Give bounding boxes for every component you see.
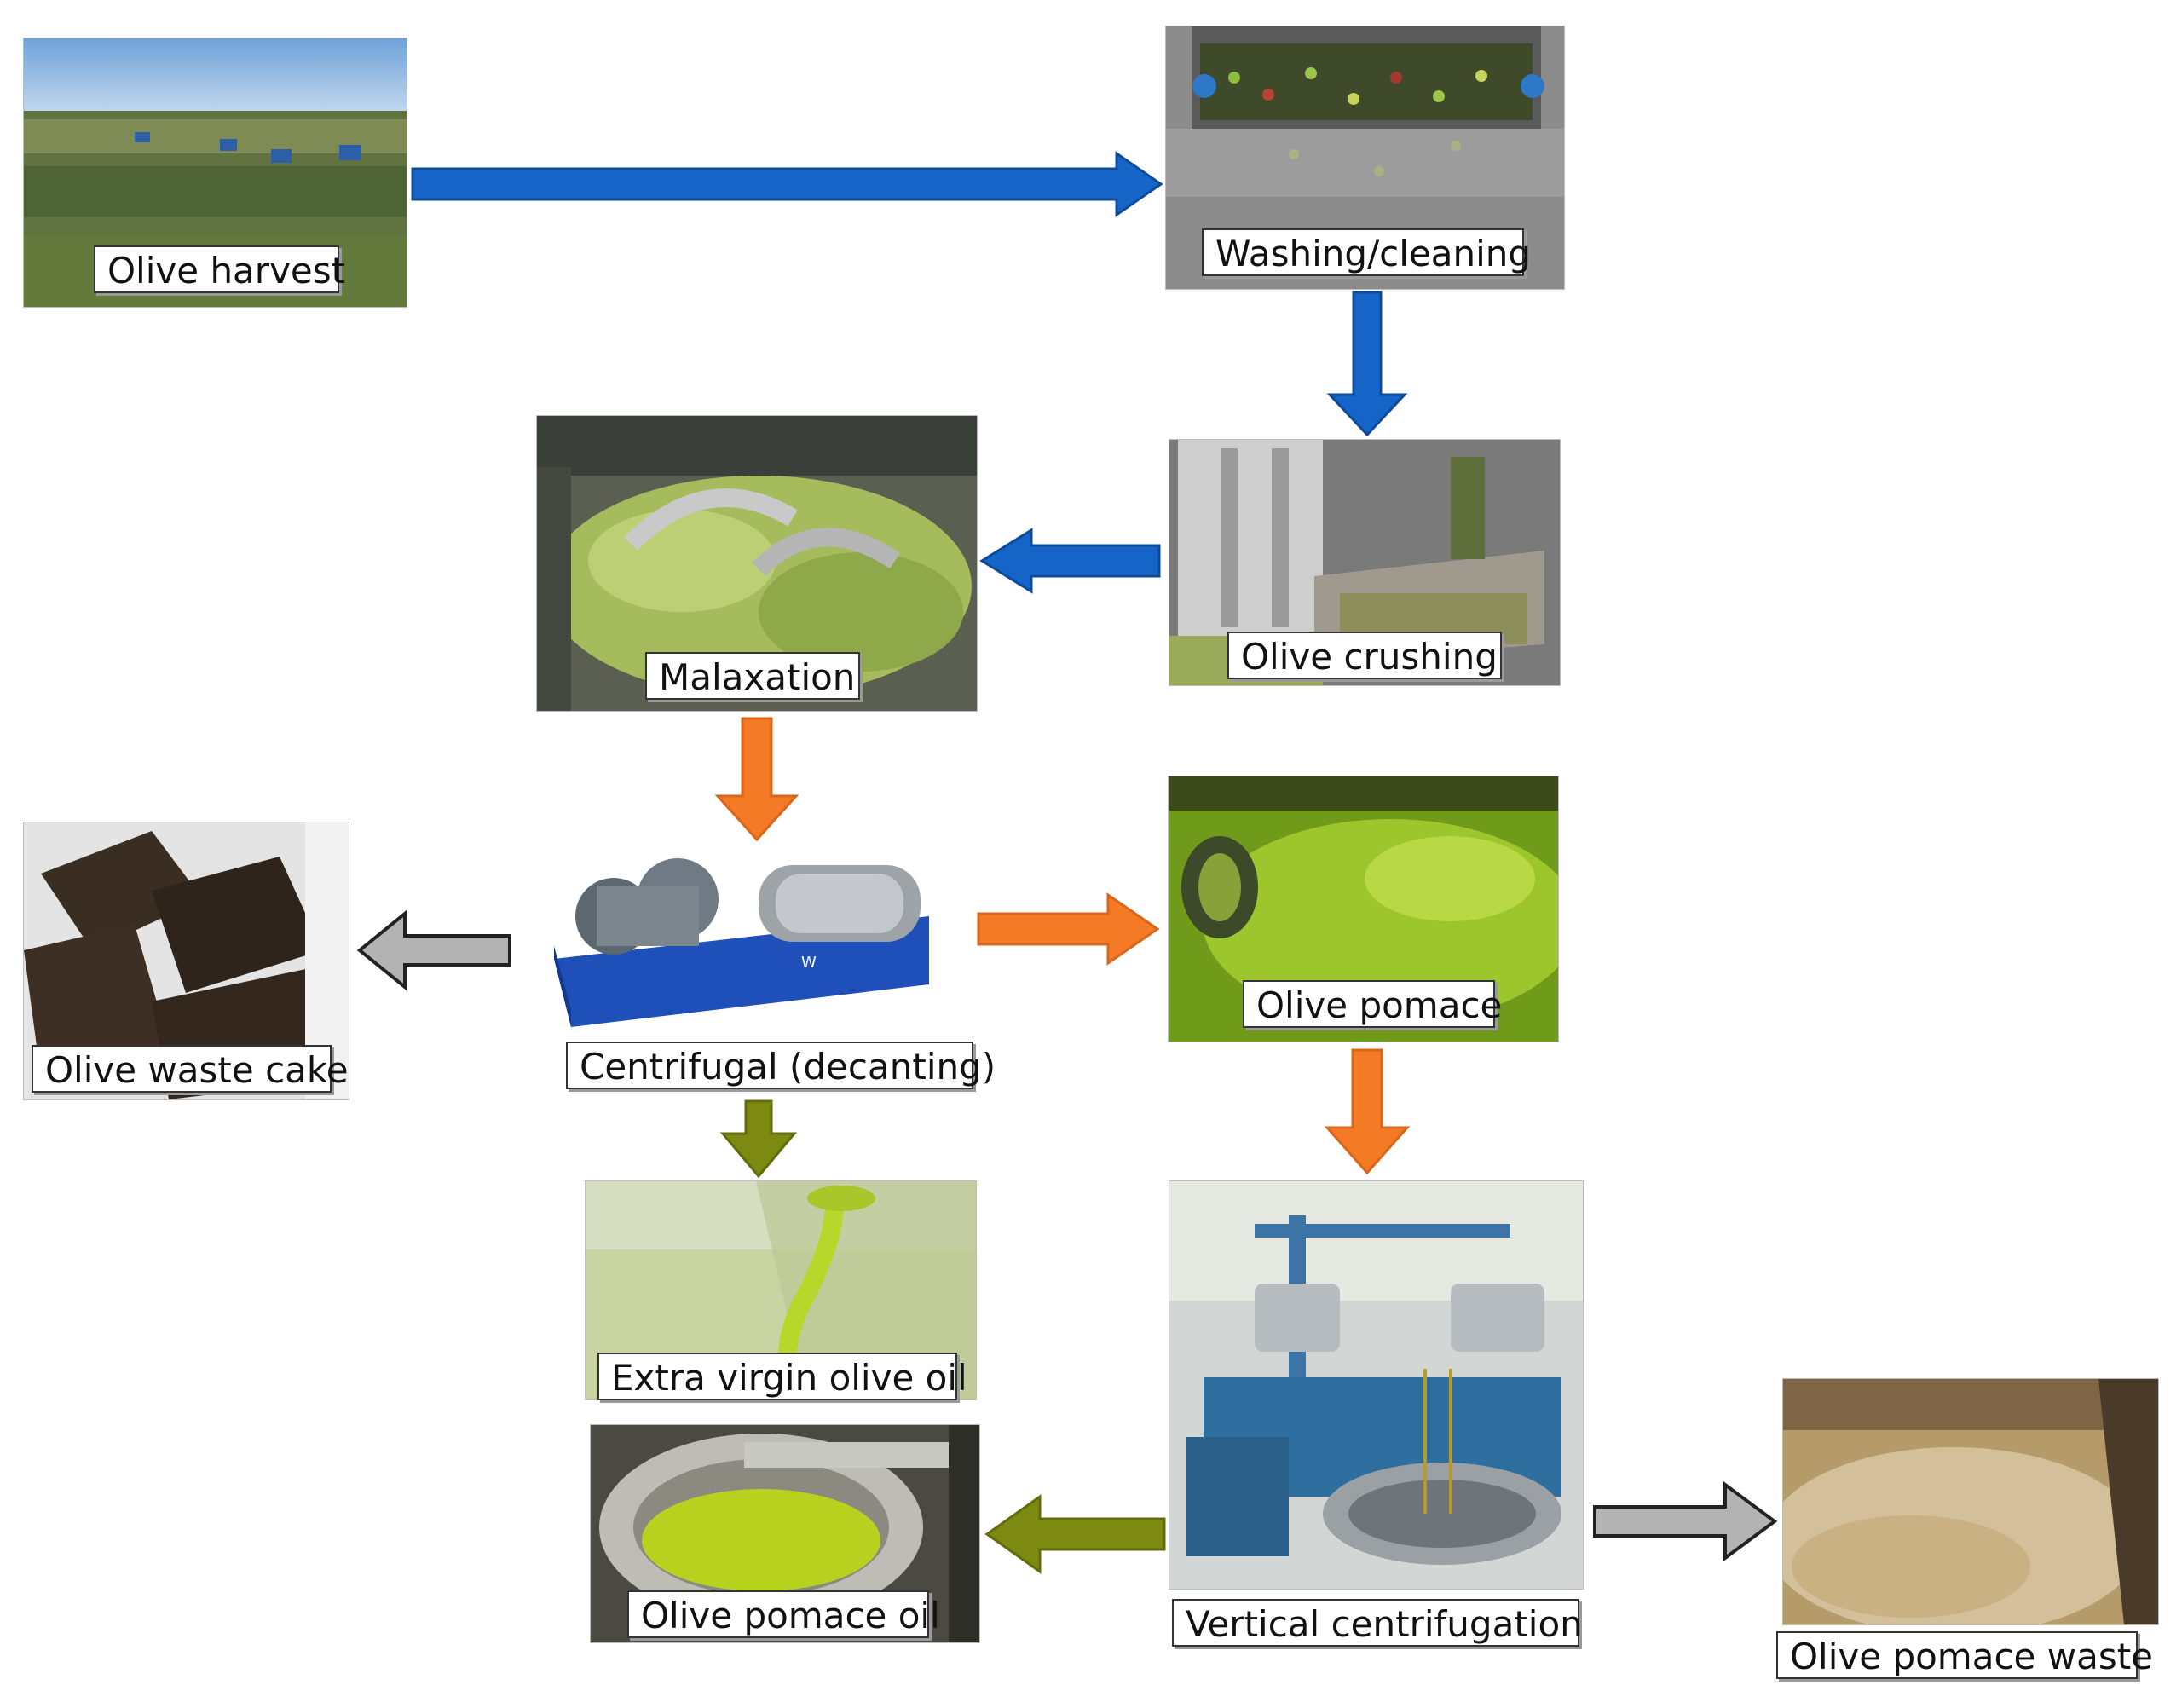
svg-text:W: W — [801, 954, 817, 972]
label-malaxation: Malaxation — [645, 652, 860, 700]
olive-pomace-photo — [1168, 776, 1559, 1042]
label-olive-harvest: Olive harvest — [94, 245, 345, 293]
arrow-washing-to-crushing — [1326, 291, 1408, 437]
arrow-pomace-to-vertical — [1324, 1048, 1411, 1175]
arrow-decanter-to-waste-cake — [356, 909, 511, 991]
arrow-decanter-to-evoo — [719, 1099, 798, 1179]
label-olive-waste-cake: Olive waste cake — [32, 1045, 349, 1093]
label-olive-crushing: Olive crushing — [1227, 632, 1502, 679]
label-extra-virgin-olive-oil: Extra virgin olive oil — [597, 1353, 967, 1400]
decanter-centrifuge-photo: W — [546, 840, 933, 1031]
arrow-vertical-to-pomace-oil — [984, 1494, 1166, 1574]
olive-pomace-waste-photo — [1782, 1378, 2159, 1625]
arrow-malaxation-to-decanter — [714, 717, 799, 842]
vertical-centrifugation-photo — [1169, 1180, 1584, 1590]
arrow-harvest-to-washing — [411, 151, 1163, 217]
arrow-decanter-to-pomace — [977, 892, 1160, 966]
arrow-crushing-to-malaxation — [979, 528, 1161, 594]
label-washing-cleaning: Washing/cleaning — [1202, 228, 1531, 276]
label-olive-pomace-waste: Olive pomace waste — [1776, 1631, 2153, 1679]
malaxation-photo — [536, 415, 978, 712]
label-olive-pomace-oil: Olive pomace oil — [627, 1590, 940, 1638]
arrow-vertical-to-pomace-waste — [1593, 1481, 1778, 1561]
label-centrifugal-decanting: Centrifugal (decanting) — [566, 1042, 996, 1089]
label-olive-pomace: Olive pomace — [1243, 980, 1502, 1028]
label-vertical-centrifugation: Vertical centrifugation — [1172, 1599, 1583, 1647]
